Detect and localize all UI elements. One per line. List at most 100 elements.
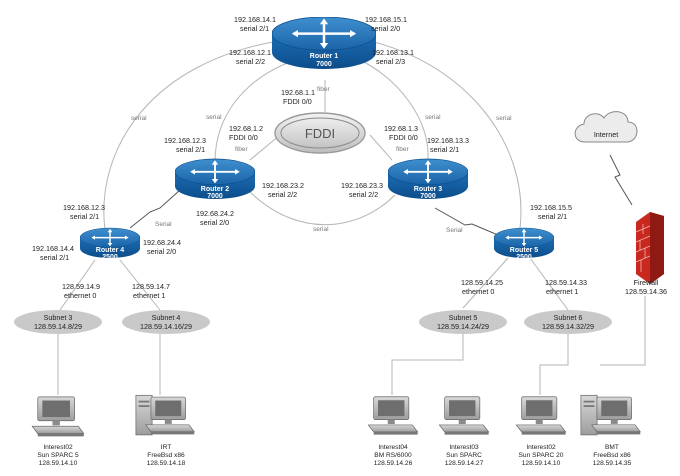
- link-r1-r3: [359, 59, 429, 161]
- if-r4-s21-ip: 192.168.12.3: [63, 203, 105, 212]
- if-r4-s21-port: serial 2/1: [70, 212, 99, 221]
- computer-2-ip: 128.59.14.18: [147, 460, 186, 467]
- router-5[interactable]: Router 5 2500: [494, 227, 554, 261]
- if-r4-s20-port: serial 2/0: [147, 247, 176, 256]
- subnet-6-cidr: 128.59.14.32/29: [542, 322, 594, 331]
- if-r4-e1-port: ethernet 1: [133, 291, 165, 300]
- fddi-label: FDDI: [305, 126, 335, 141]
- computer-bmt[interactable]: [580, 394, 641, 436]
- router-1-model: 7000: [316, 61, 332, 68]
- link-r1-r4: [103, 39, 286, 231]
- link-r2-fddi: [249, 134, 281, 161]
- subnet-4[interactable]: Subnet 4 128.59.14.16/29: [122, 310, 210, 334]
- computer-1-ip: 128.59.14.10: [39, 460, 78, 467]
- if-r1-s23-port: serial 2/3: [376, 57, 405, 66]
- if-r3-s21-ip: 192.168.13.3: [427, 136, 469, 145]
- router-2[interactable]: Router 2 7000: [175, 157, 255, 201]
- fddi-ring[interactable]: FDDI: [274, 112, 366, 154]
- router-2-model: 7000: [207, 193, 223, 200]
- computer-1-os: Sun SPARC 5: [37, 452, 79, 459]
- if-r1-s23-ip: 192.168.13.1: [372, 48, 414, 57]
- links: [57, 39, 646, 395]
- computer-5-name: Interest02: [526, 444, 556, 451]
- subnet-3[interactable]: Subnet 3 128.59.14.8/29: [14, 310, 102, 334]
- link-r2-r4: [129, 189, 181, 229]
- computer-3-name: Interest04: [378, 444, 408, 451]
- if-r2-s21-ip: 192.168.12.3: [164, 136, 206, 145]
- link-label-fiber-r3: fiber: [396, 146, 409, 153]
- if-r1-s21-port: serial 2/1: [240, 24, 269, 33]
- internet-label: Internet: [594, 130, 618, 139]
- router-1[interactable]: Router 1 7000: [272, 17, 376, 69]
- if-r3-s22-ip: 192.168.23.3: [341, 181, 383, 190]
- computer-6-os: FreeBsd x86: [593, 452, 631, 459]
- router-5-name: Router 5: [510, 247, 539, 254]
- subnet-4-name: Subnet 4: [152, 313, 181, 322]
- computer-5-os: Sun SPARC 20: [519, 452, 564, 459]
- computer-irt[interactable]: [135, 394, 195, 436]
- if-r2-s21-port: serial 2/1: [176, 145, 205, 154]
- if-r2-fddi-ip: 192.68.1.2: [229, 124, 263, 133]
- if-r1-s22-ip: 192.168.12.1: [229, 48, 271, 57]
- link-r4-subnet3: [59, 259, 96, 311]
- link-r4-subnet4: [119, 259, 161, 311]
- link-r1-r5: [364, 39, 522, 229]
- if-r5-s21-port: serial 2/1: [538, 212, 567, 221]
- link-r2-r3: [249, 191, 396, 226]
- link-label-serial-r2r4: Serial: [155, 221, 172, 228]
- internet-cloud[interactable]: Internet: [574, 111, 638, 143]
- if-r5-e0-ip: 128.59.14.25: [461, 278, 503, 287]
- if-r1-fddi-port: FDDI 0/0: [283, 97, 312, 106]
- link-firewall-subnet6: [600, 296, 646, 366]
- if-r2-s22-port: serial 2/2: [268, 190, 297, 199]
- if-r4-e0-ip: 128.59.14.9: [62, 282, 100, 291]
- computer-4-name: Interest03: [449, 444, 479, 451]
- subnet-5[interactable]: Subnet 5 128.59.14.24/29: [419, 310, 507, 334]
- computer-3-ip: 128.59.14.26: [374, 460, 413, 467]
- if-r4-s21b-ip: 192.168.14.4: [32, 244, 74, 253]
- computer-2-name: IRT: [161, 444, 172, 451]
- subnet-3-cidr: 128.59.14.8/29: [34, 322, 82, 331]
- firewall[interactable]: [635, 212, 664, 284]
- if-r5-e1-ip: 128.59.14.33: [545, 278, 587, 287]
- link-label-serial-r2r3: serial: [313, 226, 329, 233]
- router-3[interactable]: Router 3 7000: [388, 157, 468, 201]
- if-r1-s20-port: serial 2/0: [371, 24, 400, 33]
- if-r4-s21b-port: serial 2/1: [40, 253, 69, 262]
- computer-interest03[interactable]: [438, 396, 490, 436]
- router-2-name: Router 2: [201, 186, 230, 193]
- computer-2-os: FreeBsd x86: [147, 452, 185, 459]
- link-subnet6-pcs: [539, 334, 569, 395]
- link-r1-r2: [214, 59, 296, 163]
- computer-interest04[interactable]: [367, 396, 419, 436]
- computer-interest02-b[interactable]: [515, 396, 567, 436]
- link-label-serial-left: serial: [131, 115, 147, 122]
- subnet-5-cidr: 128.59.14.24/29: [437, 322, 489, 331]
- link-type-labels: serial serial serial serial serial fiber…: [131, 86, 512, 234]
- computer-3-os: BM RS/6000: [374, 452, 412, 459]
- computer-6-ip: 128.59.14.35: [593, 460, 632, 467]
- if-r2-s20-ip: 192.68.24.2: [196, 209, 234, 218]
- if-r2-fddi-port: FDDI 0/0: [229, 133, 258, 142]
- if-r5-e1-port: ethernet 1: [546, 287, 578, 296]
- computer-interest02-a[interactable]: [31, 396, 85, 437]
- link-label-fiber-r1: fiber: [317, 86, 330, 93]
- if-r1-s22-port: serial 2/2: [236, 57, 265, 66]
- link-r5-subnet6: [529, 257, 569, 311]
- link-label-serial-right: serial: [496, 115, 512, 122]
- if-r2-s20-port: serial 2/0: [200, 218, 229, 227]
- computer-4-os: Sun SPARC: [446, 452, 482, 459]
- router-4-model: 2500: [102, 254, 118, 261]
- subnet-6[interactable]: Subnet 6 128.59.14.32/29: [524, 310, 612, 334]
- router-3-model: 7000: [420, 193, 436, 200]
- computer-1-name: Interest02: [43, 444, 73, 451]
- subnet-4-cidr: 128.59.14.16/29: [140, 322, 192, 331]
- if-r3-fddi-port: FDDI 0/0: [389, 133, 418, 142]
- firewall-ip: 128.59.14.36: [625, 287, 667, 296]
- if-r3-s22-port: serial 2/2: [349, 190, 378, 199]
- computer-labels: Interest02 Sun SPARC 5 128.59.14.10 IRT …: [37, 444, 631, 467]
- subnet-5-name: Subnet 5: [449, 313, 478, 322]
- router-4[interactable]: Router 4 2500: [80, 227, 140, 261]
- link-label-serial-r3r5: Serial: [446, 227, 463, 234]
- link-r3-r5: [434, 207, 499, 236]
